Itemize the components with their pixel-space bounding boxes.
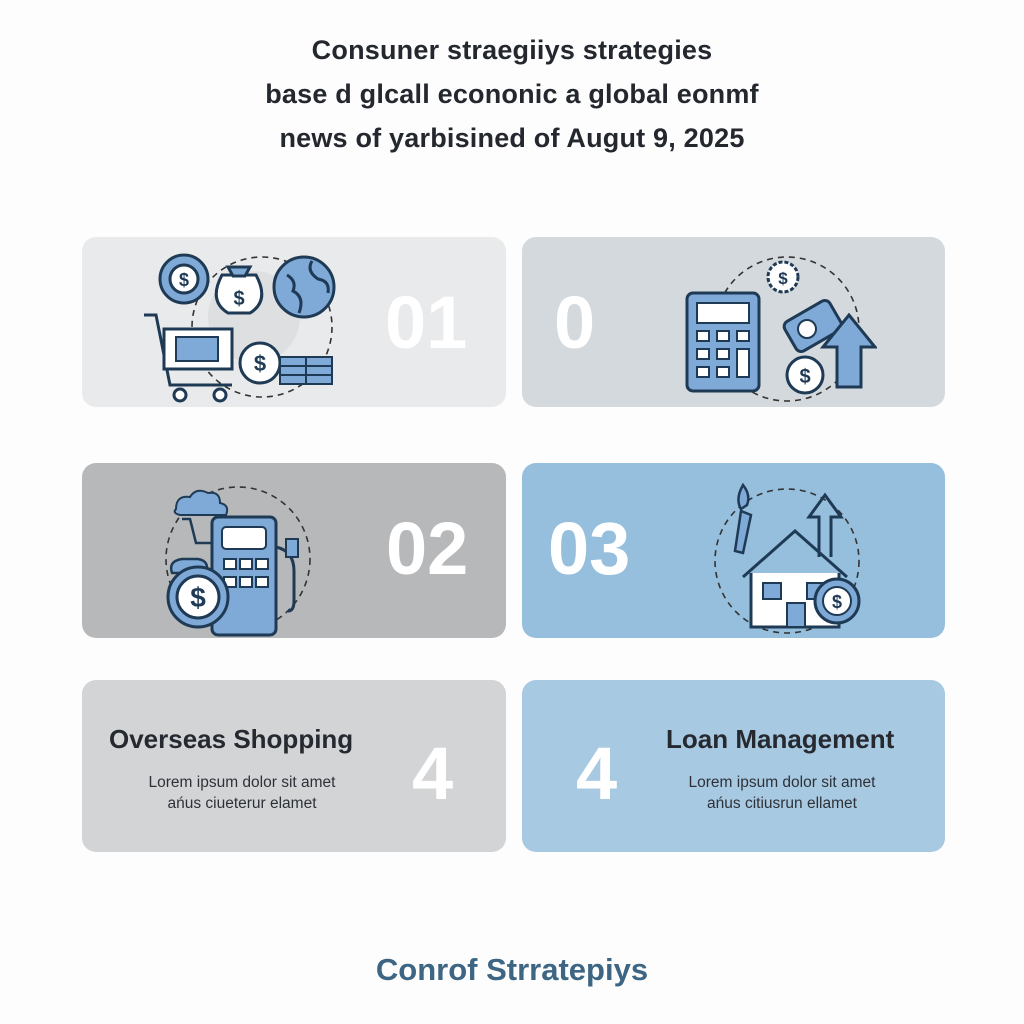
strategy-card-01: $ $ $ <box>82 237 506 407</box>
card-description-line-2: ańus ciueterur elamet <box>167 795 317 812</box>
strategy-card-02: $ 02 <box>82 463 506 638</box>
strategy-card-loan-management: 4 Loan Management Lorem ipsum dolor sit … <box>522 680 945 852</box>
calculator-icon <box>685 291 761 393</box>
svg-text:$: $ <box>254 351 266 376</box>
budget-calculator-illustration: $ $ <box>685 256 877 402</box>
infographic-title: Consuner straegiiys strategies base d gl… <box>0 28 1024 160</box>
cloud-icon <box>173 489 229 516</box>
strategy-card-0: 0 $ $ <box>522 237 945 407</box>
coin-stack-icon: $ <box>238 341 333 385</box>
shopping-cart-icon <box>144 313 234 403</box>
card-title: Overseas Shopping <box>109 724 354 754</box>
card-description: Lorem ipsum dolor sit amet ańus ciueter… <box>122 772 362 814</box>
fuel-cost-illustration: $ <box>165 486 311 637</box>
shopping-cart-icon <box>182 517 222 545</box>
card-number: 0 <box>554 281 596 364</box>
card-description-line-1: Lorem ipsum dolor sit amet <box>148 774 336 791</box>
dollar-coin-icon: $ <box>166 565 230 629</box>
strategy-card-overseas-shopping: Overseas Shopping Lorem ipsum dolor sit … <box>82 680 506 852</box>
footer-title: Conrof Strratepiys <box>375 952 649 987</box>
globe-icon <box>272 255 336 319</box>
card-number: 4 <box>576 732 618 815</box>
dollar-coin-icon: $ <box>785 355 825 395</box>
card-number: 02 <box>386 507 469 590</box>
up-arrow-icon <box>819 312 877 389</box>
strategy-card-03: 03 $ <box>522 463 945 638</box>
dollar-coin-icon: $ <box>813 577 861 625</box>
money-bag-icon: $ <box>214 265 264 315</box>
card-title: Loan Management <box>666 724 895 754</box>
up-arrow-icon <box>806 492 844 557</box>
dollar-gear-icon: $ <box>766 260 800 294</box>
card-number: 4 <box>412 732 454 815</box>
svg-text:$: $ <box>190 582 206 613</box>
card-description: Lorem ipsum dolor sit amet ańus citiusr… <box>666 772 898 814</box>
card-description-line-1: Lorem ipsum dolor sit amet <box>688 774 876 791</box>
gear-dollar-icon: $ <box>158 253 210 305</box>
card-description-line-2: ańus citiusrun ellamet <box>707 795 857 812</box>
svg-text:$: $ <box>233 288 244 310</box>
fuel-pump-icon <box>210 515 299 637</box>
home-investment-illustration: $ <box>714 482 861 634</box>
paintbrush-icon <box>733 482 753 555</box>
card-number: 03 <box>548 507 631 590</box>
svg-text:$: $ <box>778 269 788 288</box>
title-line-3: news of yarbisined of Augut 9, 2025 <box>279 123 745 153</box>
svg-text:$: $ <box>179 270 189 290</box>
credit-card-icon <box>782 298 844 354</box>
title-line-1: Consuner straegiiys strategies <box>311 35 713 65</box>
title-line-2: base d glcall econonic a global eonmf <box>265 79 759 109</box>
svg-text:$: $ <box>832 592 842 612</box>
card-number: 01 <box>385 281 468 364</box>
shopping-globe-illustration: $ $ $ <box>144 253 336 403</box>
svg-text:$: $ <box>799 366 810 388</box>
